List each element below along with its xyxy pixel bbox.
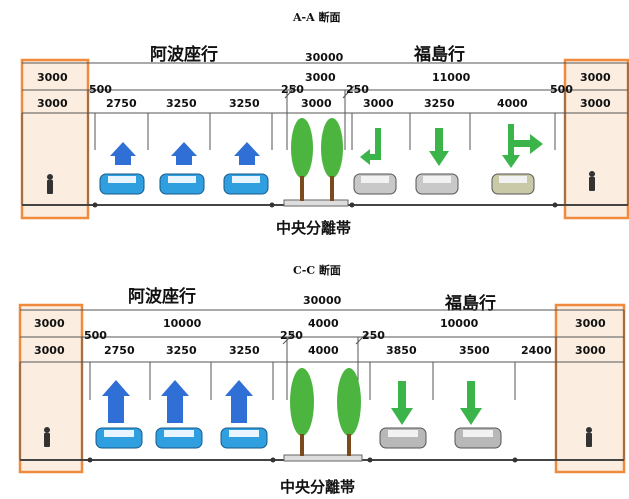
median-width: 3000 [301,97,332,110]
pedestrian-icon [44,427,50,447]
car-icon [95,427,143,449]
arrow-up-icon [102,380,130,423]
left-buffer-width: 250 [281,83,304,96]
car-icon [415,173,459,195]
left-gap-width: 500 [84,329,107,342]
lane-width: 2750 [106,97,137,110]
right-turn-arrow-icon [502,124,543,168]
arrow-up-icon [171,142,197,165]
car-icon [159,173,205,195]
pedestrian-icon [589,171,595,191]
left-side-width: 3000 [34,344,65,357]
left-turn-arrow-icon [360,128,381,165]
right-side-width: 3000 [575,317,606,330]
tree-icon [321,118,343,201]
left-side-width: 3000 [37,71,68,84]
lane-width: 3250 [229,344,260,357]
left-side-width: 3000 [37,97,68,110]
pedestrian-icon [586,427,592,447]
car-icon [454,427,502,449]
left-walkway [18,303,84,474]
right-side-width: 3000 [575,344,606,357]
lane-width: 3250 [424,97,455,110]
lane-width: 3250 [229,97,260,110]
direction-label-left: 阿波座行 [128,287,196,307]
direction-label-left: 阿波座行 [150,45,218,65]
left-buffer-width: 250 [280,329,303,342]
lane-width: 3000 [363,97,394,110]
arrow-up-icon [110,142,136,165]
right-side-width: 3000 [580,97,611,110]
left-gap-width: 500 [89,83,112,96]
right-buffer-width: 250 [362,329,385,342]
car-icon [220,427,268,449]
car-icon [155,427,203,449]
direction-label-right: 福島行 [445,294,496,314]
lane-width: 3250 [166,344,197,357]
section-title: C-C 断面 [293,264,341,277]
lane-width: 2750 [104,344,135,357]
arrow-down-icon [460,381,482,425]
car-icon [379,427,427,449]
right-group-width: 11000 [432,71,471,84]
right-gap-width: 500 [550,83,573,96]
lane-width: 3250 [166,97,197,110]
right-side-width: 3000 [580,71,611,84]
arrow-up-icon [161,380,189,423]
arrow-up-icon [234,142,260,165]
total-width-label: 30000 [305,51,344,64]
car-icon [99,173,145,195]
lane-width: 3500 [459,344,490,357]
pedestrian-icon [47,174,53,194]
section-title: A-A 断面 [293,11,341,24]
direction-label-right: 福島行 [414,45,465,65]
median-width: 4000 [308,344,339,357]
arrow-down-icon [391,381,413,425]
car-icon [223,173,269,195]
left-group-width: 10000 [163,317,202,330]
car-icon [353,173,397,195]
car-icon [491,173,535,195]
right-buffer-width: 250 [346,83,369,96]
median-label: 中央分離帯 [276,219,352,237]
arrow-down-icon [429,128,449,166]
right-walkway [563,58,629,220]
lane-width: 3850 [386,344,417,357]
median-width: 3000 [305,71,336,84]
tree-icon [291,118,313,201]
total-width-label: 30000 [303,294,342,307]
median-width: 4000 [308,317,339,330]
tree-icon [337,368,361,456]
left-side-width: 3000 [34,317,65,330]
arrow-up-icon [225,380,253,423]
lane-width: 4000 [497,97,528,110]
lane-width: 2400 [521,344,552,357]
right-group-width: 10000 [440,317,479,330]
tree-icon [290,368,314,456]
median-label: 中央分離帯 [280,478,356,496]
